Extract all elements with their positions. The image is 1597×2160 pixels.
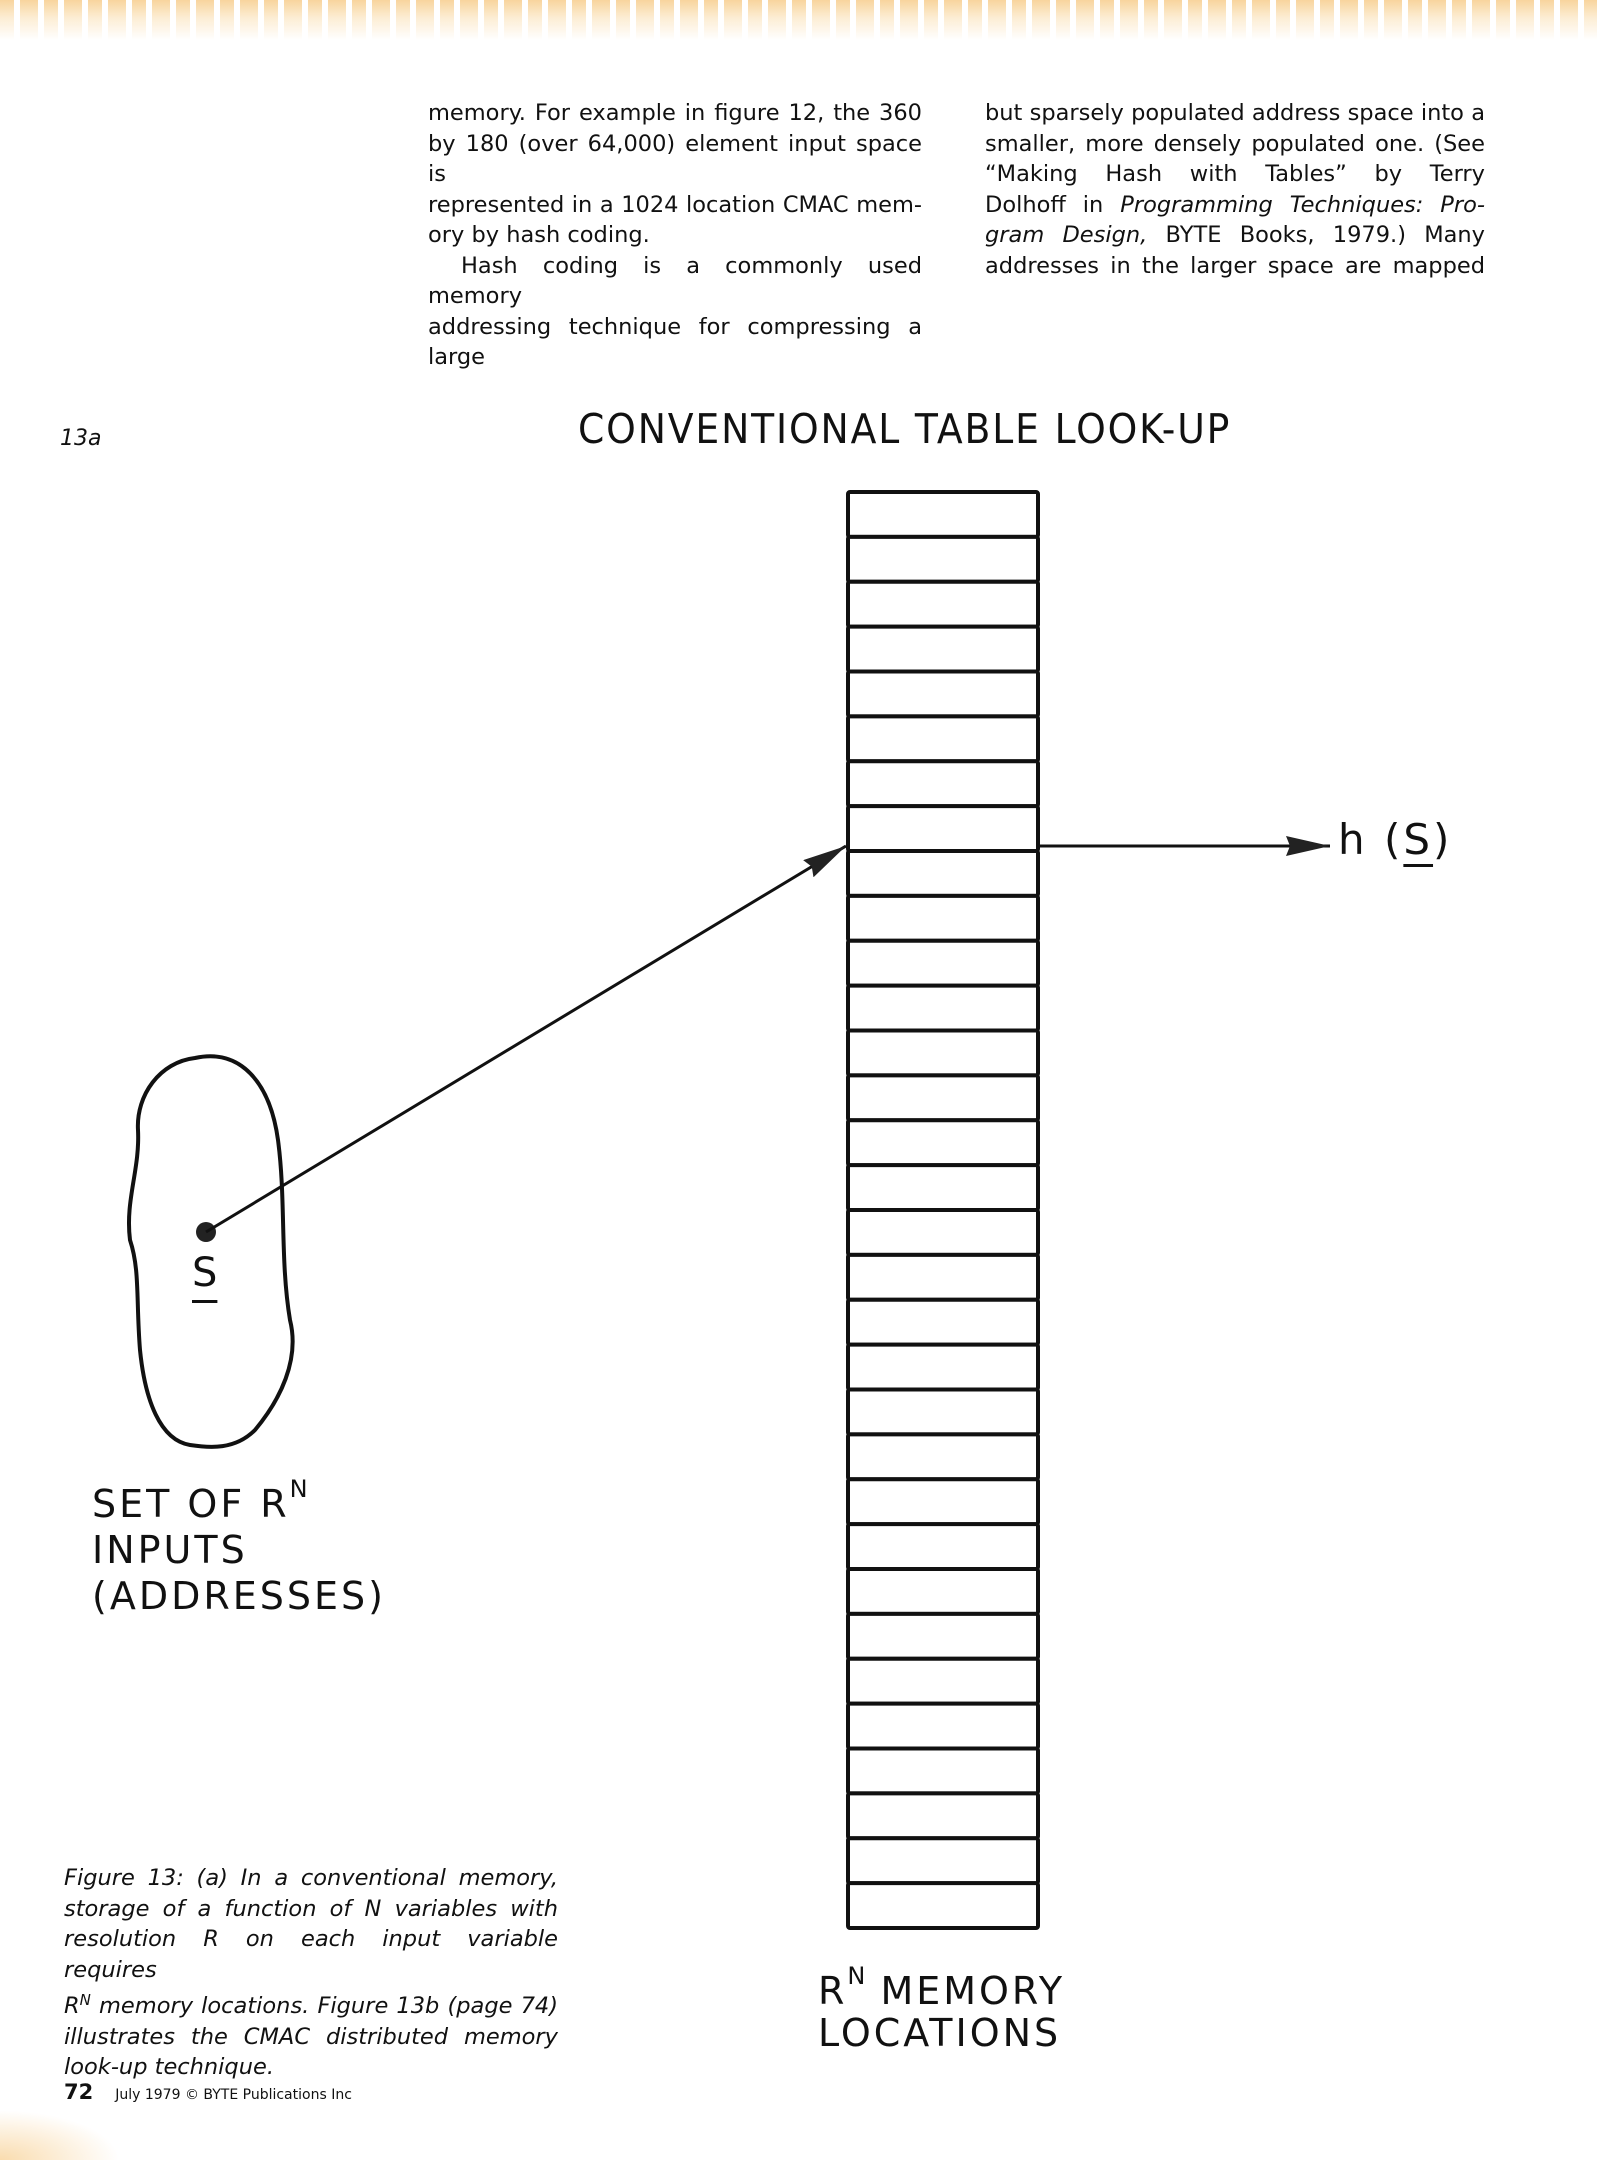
body-text: BYTE Books, 1979.) Many: [1147, 222, 1485, 248]
figure-title: CONVENTIONAL TABLE LOOK-UP: [578, 405, 1232, 453]
caption-line: storage of a function of N variables wit…: [64, 1895, 558, 1922]
memory-cell: [846, 1342, 1040, 1392]
memory-cell: [846, 759, 1040, 809]
memory-label-line: LOCATIONS: [818, 2011, 1062, 2055]
body-line: memory. For example in figure 12, the 36…: [428, 100, 922, 126]
caption-line: Figure 13: (a) In a conventional memory,: [64, 1865, 558, 1891]
memory-cell: [846, 1746, 1040, 1796]
memory-cell: [846, 938, 1040, 988]
page-number: 72: [64, 2080, 94, 2104]
memory-cell: [846, 1522, 1040, 1571]
memory-cell: [846, 534, 1040, 584]
memory-cell: [846, 1163, 1040, 1212]
superscript: N: [847, 1962, 866, 1990]
page-footer: 72 July 1979 © BYTE Publications Inc: [64, 2080, 352, 2104]
body-line: by 180 (over 64,000) element input space…: [428, 130, 922, 188]
output-label-close: ): [1433, 815, 1453, 864]
body-line: addresses in the larger space are mapped: [985, 252, 1485, 279]
memory-cell: [846, 1881, 1040, 1930]
superscript: N: [289, 1475, 308, 1503]
memory-label: RN MEMORY LOCATIONS: [818, 1955, 1065, 2054]
body-column-left: memory. For example in figure 12, the 36…: [428, 98, 922, 373]
memory-cell: [846, 1252, 1040, 1302]
memory-label-line: RN MEMORY: [818, 1955, 1065, 2012]
memory-cell: [846, 1208, 1040, 1257]
figure-caption: Figure 13: (a) In a conventional memory,…: [64, 1863, 558, 2083]
memory-cell: [846, 1118, 1040, 1168]
body-text: Dolhoff in: [985, 191, 1121, 218]
memory-cell: [846, 983, 1040, 1033]
memory-cell: [846, 1701, 1040, 1751]
output-label-var: S: [1403, 815, 1434, 864]
caption-line: resolution R on each input variable requ…: [64, 1926, 558, 1983]
memory-cell: [846, 669, 1040, 719]
caption-text: R: [64, 1993, 80, 2019]
body-line: but sparsely populated address space int…: [985, 100, 1485, 126]
input-set-blob: [127, 1054, 295, 1449]
footer-text: July 1979 © BYTE Publications Inc: [115, 2087, 352, 2103]
memory-cell: [846, 1836, 1040, 1886]
input-set-line: (ADDRESSES): [92, 1574, 386, 1618]
input-set-line: INPUTS: [92, 1528, 248, 1572]
memory-cell: [846, 1073, 1040, 1123]
mapping-arrow: [205, 844, 847, 1234]
memory-column: [846, 490, 1040, 1930]
output-label-func: h (: [1338, 815, 1404, 864]
memory-label-text: MEMORY: [865, 1969, 1066, 2013]
body-column-right: but sparsely populated address space int…: [985, 98, 1485, 281]
memory-cell: [846, 1297, 1040, 1347]
superscript: N: [79, 1991, 91, 2009]
body-line: Hash coding is a commonly used memory: [428, 252, 922, 310]
body-line: gram Design, BYTE Books, 1979.) Many: [985, 220, 1485, 251]
body-line: smaller, more densely populated one. (Se…: [985, 130, 1485, 157]
memory-cell: [846, 1387, 1040, 1437]
memory-cell: [846, 490, 1040, 539]
input-set-text: SET OF R: [92, 1482, 290, 1526]
caption-text: memory locations. Figure 13b (page 74): [90, 1993, 558, 2019]
memory-label-text: R: [818, 1969, 848, 2013]
point-label: S: [192, 1250, 218, 1296]
book-title: gram Design,: [985, 222, 1148, 248]
body-line: addressing technique for compressing a l…: [428, 313, 922, 371]
memory-cell: [846, 893, 1040, 943]
paper-stain-top: [0, 0, 1597, 40]
body-line: Dolhoff in Programming Techniques: Pro-: [985, 190, 1485, 221]
input-set-line: SET OF RN: [92, 1466, 386, 1527]
memory-cell: [846, 1656, 1040, 1706]
memory-cell: [846, 1611, 1040, 1661]
output-label: h (S): [1338, 815, 1452, 864]
memory-cell: [846, 1477, 1040, 1527]
figure-label: 13a: [60, 426, 102, 451]
body-line: represented in a 1024 location CMAC mem-: [428, 191, 922, 218]
body-line: ory by hash coding.: [428, 222, 650, 248]
memory-cell: [846, 624, 1040, 674]
caption-line: RN memory locations. Figure 13b (page 74…: [64, 1985, 558, 2022]
memory-cell: [846, 849, 1040, 898]
body-line: “Making Hash with Tables” by Terry: [985, 161, 1485, 187]
memory-cell: [846, 714, 1040, 764]
caption-line: illustrates the CMAC distributed memory: [64, 2023, 558, 2050]
memory-cell: [846, 1432, 1040, 1482]
memory-cell-target: [846, 804, 1040, 853]
memory-cell: [846, 579, 1040, 629]
input-set-label: SET OF RN INPUTS (ADDRESSES): [92, 1466, 386, 1619]
paper-stain-bottom: [0, 2110, 120, 2160]
caption-line: look-up technique.: [64, 2054, 274, 2080]
memory-cell: [846, 1567, 1040, 1616]
memory-cell: [846, 1791, 1040, 1841]
book-title: Programming Techniques: Pro-: [1120, 191, 1485, 218]
memory-cell: [846, 1028, 1040, 1078]
